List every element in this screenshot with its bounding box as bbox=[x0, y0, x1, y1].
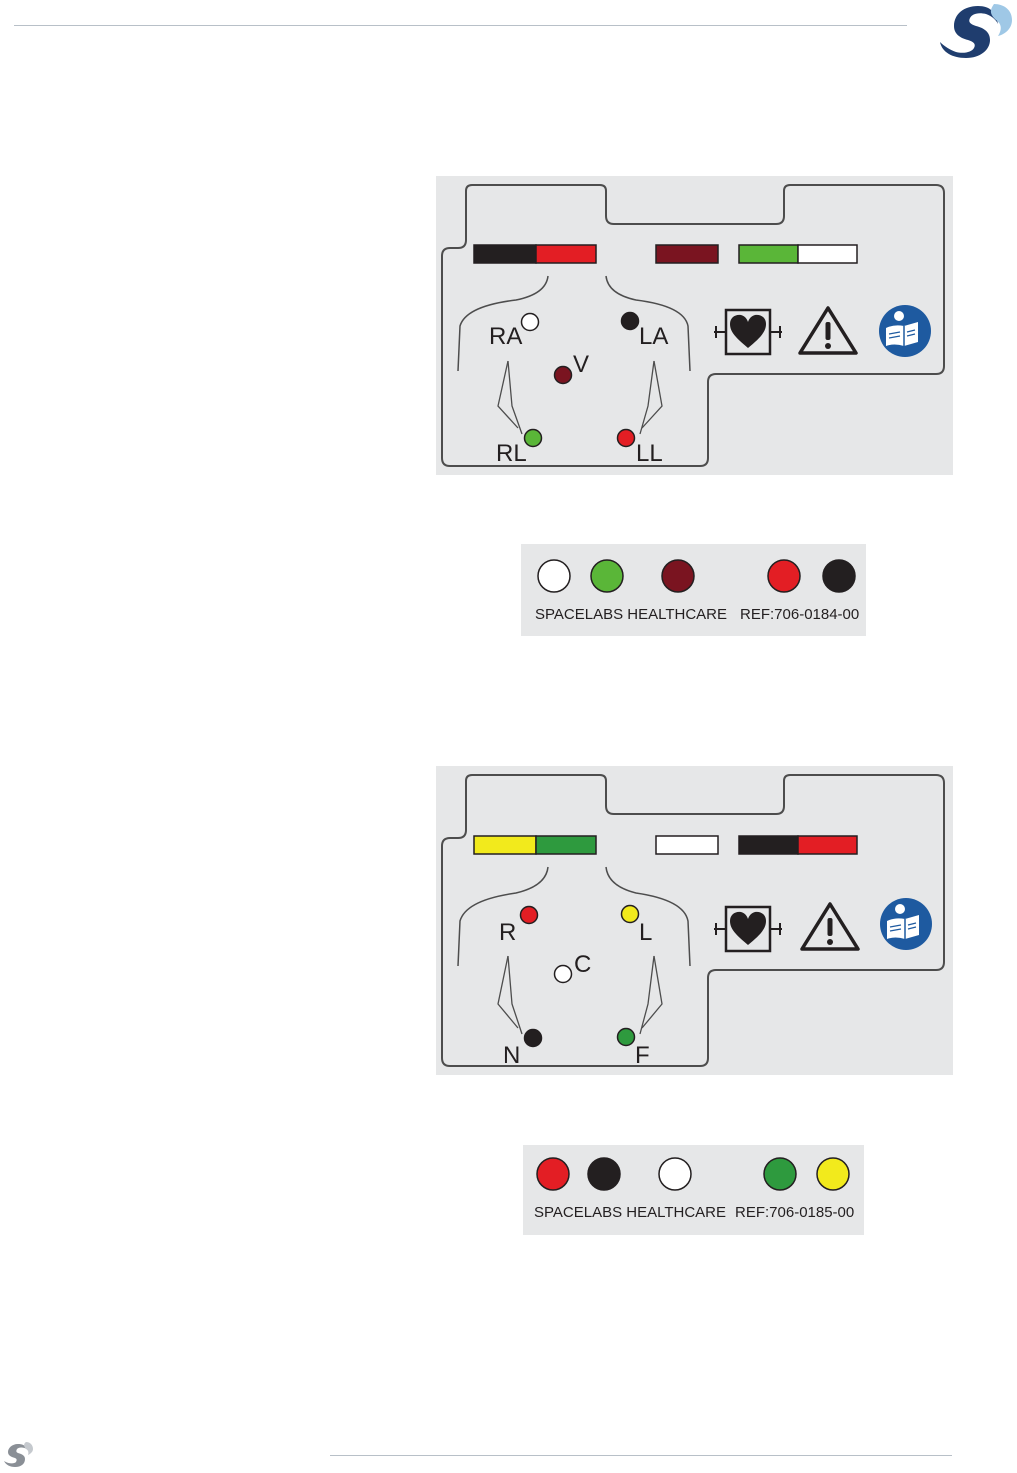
warning-triangle-icon bbox=[802, 904, 858, 949]
color-bar-segment bbox=[656, 245, 718, 263]
color-bar-segment bbox=[798, 245, 857, 263]
electrode-c bbox=[555, 966, 572, 983]
electrode-v bbox=[555, 367, 572, 384]
connector-dot bbox=[817, 1158, 849, 1190]
color-bar-segment bbox=[739, 245, 798, 263]
color-bar-segment bbox=[739, 836, 798, 854]
electrode-la bbox=[622, 313, 639, 330]
connector-dot bbox=[588, 1158, 620, 1190]
electrode-rl bbox=[525, 430, 542, 447]
connector-dot bbox=[591, 560, 623, 592]
ecg-lead-label-panel-1: RA LA V RL LL bbox=[436, 176, 953, 475]
spacelabs-footer-logo-icon bbox=[0, 1440, 34, 1468]
read-manual-icon bbox=[879, 305, 931, 357]
lead-label-v: V bbox=[573, 351, 589, 378]
lead-label-n: N bbox=[503, 1042, 520, 1069]
lead-label-c: C bbox=[574, 951, 591, 978]
lead-label-ll: LL bbox=[636, 440, 663, 467]
lead-label-rl: RL bbox=[496, 440, 527, 467]
lead-label-f: F bbox=[635, 1042, 650, 1069]
reference-number: REF:706-0184-00 bbox=[740, 606, 859, 623]
connector-dot bbox=[538, 560, 570, 592]
connector-dot bbox=[768, 560, 800, 592]
color-bar-segment bbox=[798, 836, 857, 854]
lead-label-la: LA bbox=[639, 323, 668, 350]
warning-triangle-icon bbox=[800, 308, 856, 353]
reference-number: REF:706-0185-00 bbox=[735, 1204, 854, 1221]
electrode-f bbox=[618, 1029, 635, 1046]
footer-rule bbox=[330, 1455, 952, 1456]
color-bar-segment bbox=[536, 245, 596, 263]
connector-dot bbox=[662, 560, 694, 592]
electrode-ra bbox=[522, 314, 539, 331]
connector-strip-2: SPACELABS HEALTHCARE REF:706-0185-00 bbox=[523, 1145, 864, 1235]
defib-proof-heart-icon bbox=[714, 907, 782, 951]
header-rule bbox=[14, 25, 907, 26]
connector-dot bbox=[823, 560, 855, 592]
color-bar-segment bbox=[536, 836, 596, 854]
electrode-ll bbox=[618, 430, 635, 447]
connector-strip-1: SPACELABS HEALTHCARE REF:706-0184-00 bbox=[521, 544, 866, 636]
lead-label-ra: RA bbox=[489, 323, 522, 350]
manufacturer-label: SPACELABS HEALTHCARE bbox=[535, 606, 727, 623]
electrode-l bbox=[622, 906, 639, 923]
connector-dot bbox=[764, 1158, 796, 1190]
color-bar-segment bbox=[474, 245, 536, 263]
connector-dot bbox=[537, 1158, 569, 1190]
lead-label-l: L bbox=[639, 919, 652, 946]
lead-label-r: R bbox=[499, 919, 516, 946]
manufacturer-label: SPACELABS HEALTHCARE bbox=[534, 1204, 726, 1221]
defib-proof-heart-icon bbox=[714, 310, 782, 354]
electrode-n bbox=[525, 1030, 542, 1047]
spacelabs-logo-icon bbox=[934, 0, 1017, 60]
connector-dot bbox=[659, 1158, 691, 1190]
ecg-lead-label-panel-2: R L C N F bbox=[436, 766, 953, 1075]
color-bar-segment bbox=[656, 836, 718, 854]
read-manual-icon bbox=[880, 898, 932, 950]
color-bar-segment bbox=[474, 836, 536, 854]
electrode-r bbox=[521, 907, 538, 924]
